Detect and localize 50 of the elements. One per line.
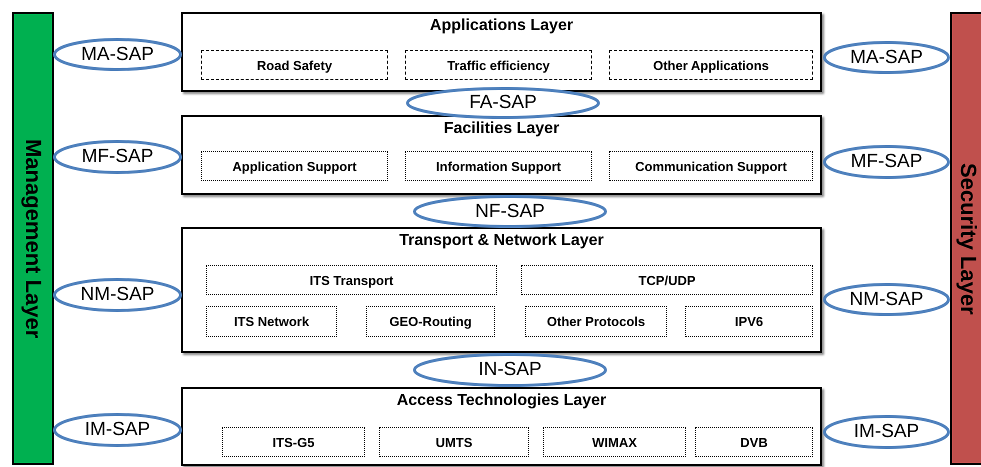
sap-ellipse	[53, 278, 182, 312]
component-box: Other Applications	[609, 50, 813, 80]
sap-label: NF-SAP	[475, 200, 545, 222]
sap-ellipse	[53, 413, 182, 447]
sap-ellipse	[406, 87, 600, 119]
layer-title: Security Layer	[955, 162, 981, 314]
sap-ellipse	[823, 283, 950, 316]
component-box: ITS-G5	[222, 427, 365, 457]
layer-box	[181, 115, 822, 195]
layer-title: Access Technologies Layer	[396, 392, 608, 410]
layer-box	[181, 227, 822, 353]
layer-title: Applications Layer	[428, 17, 574, 35]
component-box: Application Support	[201, 151, 388, 181]
component-box: IPV6	[685, 306, 813, 337]
sap-label: IM-SAP	[854, 421, 920, 443]
layer-box	[181, 12, 822, 92]
sap-label: MA-SAP	[850, 46, 923, 68]
sap-ellipse	[823, 41, 950, 74]
component-box: TCP/UDP	[521, 265, 813, 295]
sap-label: NM-SAP	[80, 284, 154, 306]
sap-ellipse	[413, 353, 607, 387]
layer-title: Facilities Layer	[442, 120, 560, 138]
sap-label: MF-SAP	[82, 146, 154, 168]
sap-label: IN-SAP	[478, 359, 542, 381]
component-box: Road Safety	[201, 50, 388, 80]
component-box: Information Support	[405, 151, 592, 181]
sap-ellipse	[823, 415, 950, 449]
sap-label: FA-SAP	[469, 92, 537, 114]
component-box: UMTS	[379, 427, 529, 457]
sap-label: MA-SAP	[81, 44, 154, 66]
sap-label: IM-SAP	[84, 419, 150, 441]
sap-ellipse	[823, 145, 950, 179]
side-layer-bar	[12, 12, 54, 465]
side-layer-bar	[950, 12, 981, 465]
component-box: ITS Network	[206, 306, 337, 337]
sap-label: MF-SAP	[850, 151, 922, 173]
layer-box	[181, 387, 822, 466]
component-box: WIMAX	[543, 427, 686, 457]
component-box: GEO-Routing	[366, 306, 495, 337]
component-box: Communication Support	[609, 151, 813, 181]
sap-ellipse	[53, 140, 182, 174]
sap-ellipse	[413, 195, 607, 228]
layer-title: Transport & Network Layer	[398, 232, 605, 250]
component-box: Traffic efficiency	[405, 50, 592, 80]
component-box: DVB	[695, 427, 813, 457]
sap-label: NM-SAP	[850, 288, 924, 310]
component-box: ITS Transport	[206, 265, 497, 295]
component-box: Other Protocols	[525, 306, 667, 337]
layer-title: Management Layer	[20, 138, 46, 338]
sap-ellipse	[53, 38, 182, 71]
